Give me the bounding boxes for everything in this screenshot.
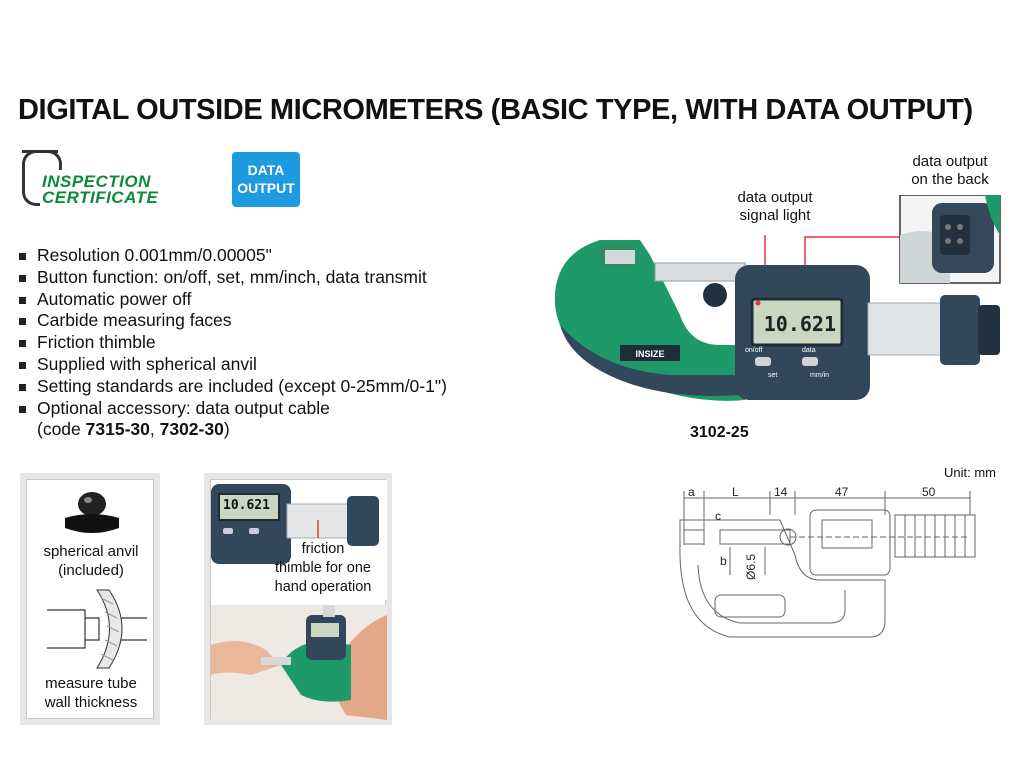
back-label-1: data output xyxy=(912,153,988,170)
brand-text: INSIZE xyxy=(635,349,664,359)
dim-14: 14 xyxy=(774,485,788,499)
spherical-anvil-icon xyxy=(65,492,119,533)
dim-a: a xyxy=(688,485,695,499)
micrometer-illustration: 10.621 on/off set data mm/in INSIZE xyxy=(554,195,1001,401)
sleeve xyxy=(867,302,944,356)
thimble-caption-1: friction xyxy=(301,541,345,557)
thimble-closeup-image xyxy=(211,480,387,600)
onoff-button[interactable] xyxy=(755,357,771,366)
dim-diameter: Ø6.5 xyxy=(744,554,758,580)
dim-50: 50 xyxy=(922,485,936,499)
code-suffix: ) xyxy=(223,419,230,439)
onoff-label: on/off xyxy=(745,347,762,354)
certificate-text: CERTIFICATE xyxy=(40,188,161,208)
back-inset-image xyxy=(899,195,1001,284)
unit-label: Unit: mm xyxy=(944,465,996,480)
tube-caption-2: wall thickness xyxy=(44,694,138,711)
code-sep: , xyxy=(149,419,160,439)
anvil-caption-2: (included) xyxy=(58,562,124,579)
anvil-caption-1: spherical anvil xyxy=(43,543,139,560)
code-7302-30: 7302-30 xyxy=(159,419,224,439)
inspection-text: INSPECTION xyxy=(40,172,153,192)
signal-light-label-2: signal light xyxy=(739,207,811,224)
closeup-lcd-value: 10.621 xyxy=(223,498,270,513)
dim-c: c xyxy=(715,509,721,523)
data-output-line1: DATA xyxy=(247,162,285,178)
friction-thimble-caption: friction thimble for one hand operation xyxy=(259,540,387,597)
set-label: set xyxy=(768,372,777,379)
certificate-frame-corner-icon xyxy=(22,150,62,170)
signal-light-label-1: data output xyxy=(737,189,813,206)
spherical-anvil-caption: spherical anvil (included) xyxy=(27,542,155,580)
thimble xyxy=(940,295,980,365)
data-output-back-callout: data output on the back xyxy=(900,153,1000,189)
code-prefix: (code xyxy=(37,419,86,439)
one-hand-operation-photo xyxy=(211,605,387,720)
inspection-certificate-badge: INSPECTION CERTIFICATE xyxy=(22,150,192,208)
code-7315-30: 7315-30 xyxy=(85,419,150,439)
data-output-badge: DATA OUTPUT xyxy=(232,152,300,207)
lcd-value: 10.621 xyxy=(764,312,836,336)
thimble-caption-3: hand operation xyxy=(274,579,372,595)
lcd-display xyxy=(750,297,844,347)
feature-item: Carbide measuring faces xyxy=(18,310,498,332)
tube-caption-1: measure tube xyxy=(45,675,137,692)
model-number: 3102-25 xyxy=(690,424,749,441)
feature-item: Supplied with spherical anvil xyxy=(18,354,498,376)
thimble-panel: 10.621 friction thimble for one hand ope… xyxy=(210,479,387,720)
feature-list: Resolution 0.001mm/0.00005" Button funct… xyxy=(18,245,498,419)
signal-light-callout: data output signal light xyxy=(720,189,830,225)
anvil xyxy=(605,250,635,264)
ratchet xyxy=(978,305,1000,355)
lock-knob xyxy=(703,283,727,307)
page-title: DIGITAL OUTSIDE MICROMETERS (BASIC TYPE,… xyxy=(18,94,973,126)
data-output-line2: OUTPUT xyxy=(237,180,295,196)
anvil-tube-panel: spherical anvil (included) measure tube … xyxy=(26,479,154,719)
accessory-code-line: (code 7315-30, 7302-30) xyxy=(37,419,230,440)
feature-item: Optional accessory: data output cable xyxy=(18,398,498,420)
frame-grip xyxy=(560,325,740,396)
feature-item: Friction thimble xyxy=(18,332,498,354)
feature-item: Resolution 0.001mm/0.00005" xyxy=(18,245,498,267)
tube-measure-icon xyxy=(47,589,147,669)
dim-47: 47 xyxy=(835,485,849,499)
feature-item: Button function: on/off, set, mm/inch, d… xyxy=(18,267,498,289)
feature-item: Automatic power off xyxy=(18,289,498,311)
feature-item: Setting standards are included (except 0… xyxy=(18,376,498,398)
dimension-drawing: a L 14 47 50 c b Ø6.5 xyxy=(679,485,976,638)
brand-plate xyxy=(620,345,680,361)
signal-light xyxy=(755,300,761,306)
tube-wall-caption: measure tube wall thickness xyxy=(27,674,155,712)
mminch-label: mm/in xyxy=(810,372,829,379)
thimble-caption-2: thimble for one xyxy=(275,560,371,576)
data-button[interactable] xyxy=(802,357,818,366)
dim-b: b xyxy=(720,554,727,568)
data-label: data xyxy=(802,347,816,354)
dim-L: L xyxy=(732,485,739,499)
back-label-2: on the back xyxy=(911,171,989,188)
spindle xyxy=(654,262,746,282)
